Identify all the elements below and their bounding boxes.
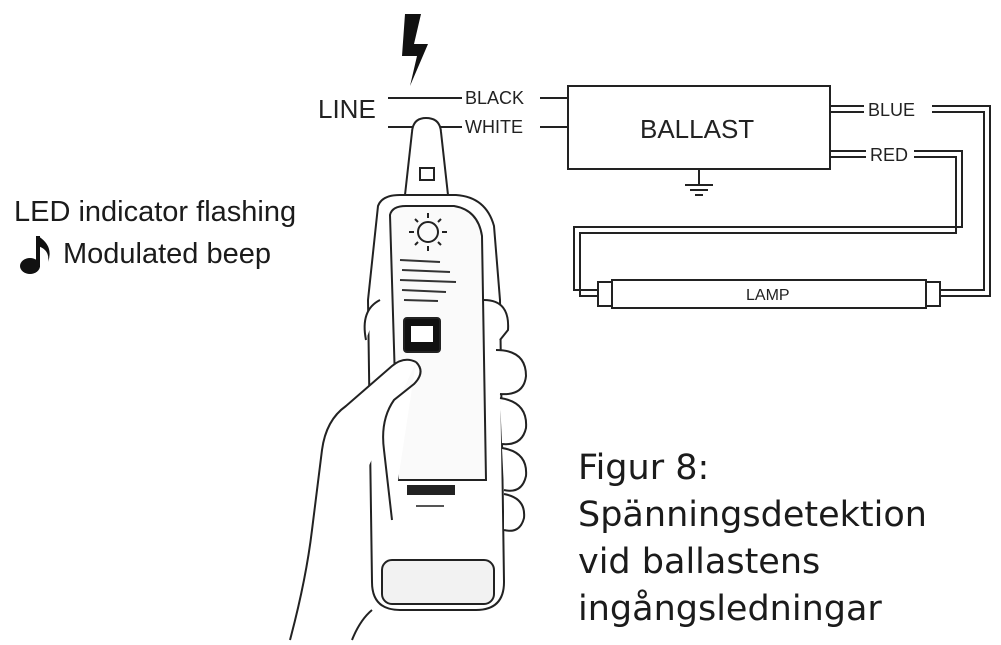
ballast-box — [567, 85, 831, 170]
figure-caption: Figur 8: Spänningsdetektion vid ballaste… — [578, 445, 927, 633]
line-label: LINE — [318, 94, 376, 124]
red-wire-label: RED — [870, 145, 908, 165]
hand-illustration — [289, 349, 528, 641]
lightning-bolt-icon — [402, 14, 428, 86]
caption-line-4: ingångsledningar — [578, 589, 882, 629]
caption-line-3: vid ballastens — [578, 542, 821, 582]
caption-line-2: Spänningsdetektion — [578, 495, 927, 535]
lamp-tube — [597, 279, 941, 309]
white-wire-label: WHITE — [465, 117, 523, 137]
caption-line-1: Figur 8: — [578, 448, 710, 488]
black-wire-label: BLACK — [465, 88, 524, 108]
ground-symbol-icon — [685, 169, 713, 196]
music-note-icon — [20, 236, 50, 274]
blue-wire-label: BLUE — [868, 100, 915, 120]
modulated-beep-note: Modulated beep — [63, 238, 271, 270]
ballast-label: BALLAST — [640, 114, 754, 144]
led-indicator-note: LED indicator flashing — [14, 196, 297, 228]
lamp-label: LAMP — [746, 287, 790, 304]
sun-led-icon — [409, 213, 447, 251]
ballast-output-wires — [573, 105, 991, 297]
voltage-tester — [363, 116, 510, 611]
